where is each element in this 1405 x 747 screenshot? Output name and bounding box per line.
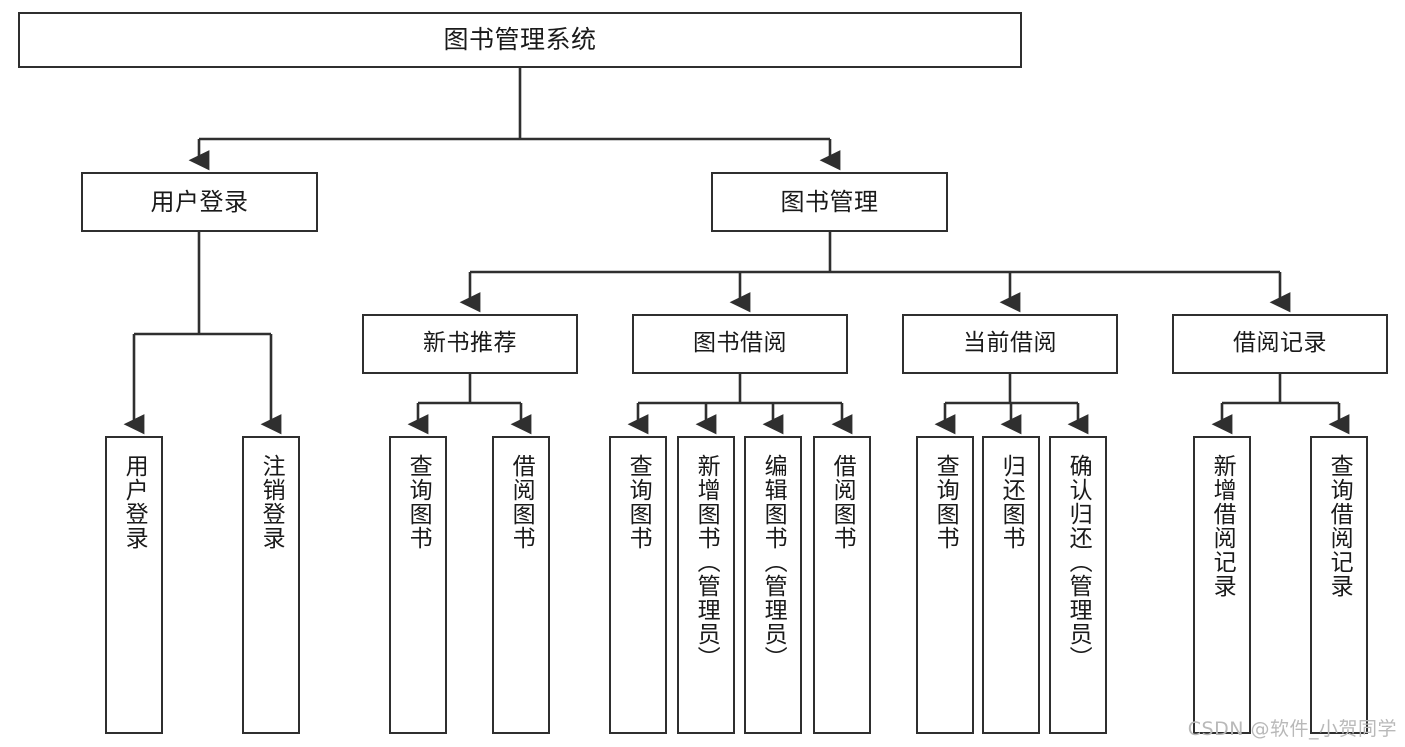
node-label: 查询图书 [625,454,652,550]
node-book-borrow[interactable]: 图书借阅 [632,314,848,374]
node-borrow-record[interactable]: 借阅记录 [1172,314,1388,374]
node-label: 新增图书（管理员） [693,454,720,670]
node-label: 图书管理 [780,187,879,216]
node-label: 借阅图书 [508,454,535,550]
node-label: 查询图书 [932,454,959,550]
node-label: 查询借阅记录 [1326,454,1353,598]
leaf-user-login-login[interactable]: 用户登录 [105,436,163,734]
node-label: 借阅图书 [829,454,856,550]
node-label: 用户登录 [150,187,249,216]
node-book-management[interactable]: 图书管理 [711,172,948,232]
leaf-current-borrow-return-book[interactable]: 归还图书 [982,436,1040,734]
leaf-new-book-query-book[interactable]: 查询图书 [389,436,447,734]
leaf-book-borrow-borrow-book[interactable]: 借阅图书 [813,436,871,734]
node-label: 借阅记录 [1233,330,1327,357]
watermark-text: CSDN @软件_小贺同学 [1187,718,1397,740]
leaf-borrow-record-add-record[interactable]: 新增借阅记录 [1193,436,1251,734]
leaf-user-login-logout[interactable]: 注销登录 [242,436,300,734]
node-label: 用户登录 [121,454,148,550]
node-new-book-recommend[interactable]: 新书推荐 [362,314,578,374]
node-root-book-management-system[interactable]: 图书管理系统 [18,12,1022,68]
node-current-borrow[interactable]: 当前借阅 [902,314,1118,374]
node-label: 新书推荐 [423,330,517,357]
leaf-new-book-borrow-book[interactable]: 借阅图书 [492,436,550,734]
leaf-borrow-record-query-record[interactable]: 查询借阅记录 [1310,436,1368,734]
leaf-book-borrow-edit-book-admin[interactable]: 编辑图书（管理员） [744,436,802,734]
node-user-login[interactable]: 用户登录 [81,172,318,232]
node-label: 图书管理系统 [443,25,597,54]
node-label: 图书借阅 [693,330,787,357]
node-label: 新增借阅记录 [1209,454,1236,598]
leaf-book-borrow-add-book-admin[interactable]: 新增图书（管理员） [677,436,735,734]
node-label: 当前借阅 [963,330,1057,357]
node-label: 查询图书 [405,454,432,550]
node-label: 编辑图书（管理员） [760,454,787,670]
node-label: 注销登录 [258,454,285,550]
leaf-current-borrow-confirm-return-admin[interactable]: 确认归还（管理员） [1049,436,1107,734]
node-label: 确认归还（管理员） [1065,454,1092,670]
leaf-current-borrow-query-book[interactable]: 查询图书 [916,436,974,734]
node-label: 归还图书 [998,454,1025,550]
leaf-book-borrow-query-book[interactable]: 查询图书 [609,436,667,734]
